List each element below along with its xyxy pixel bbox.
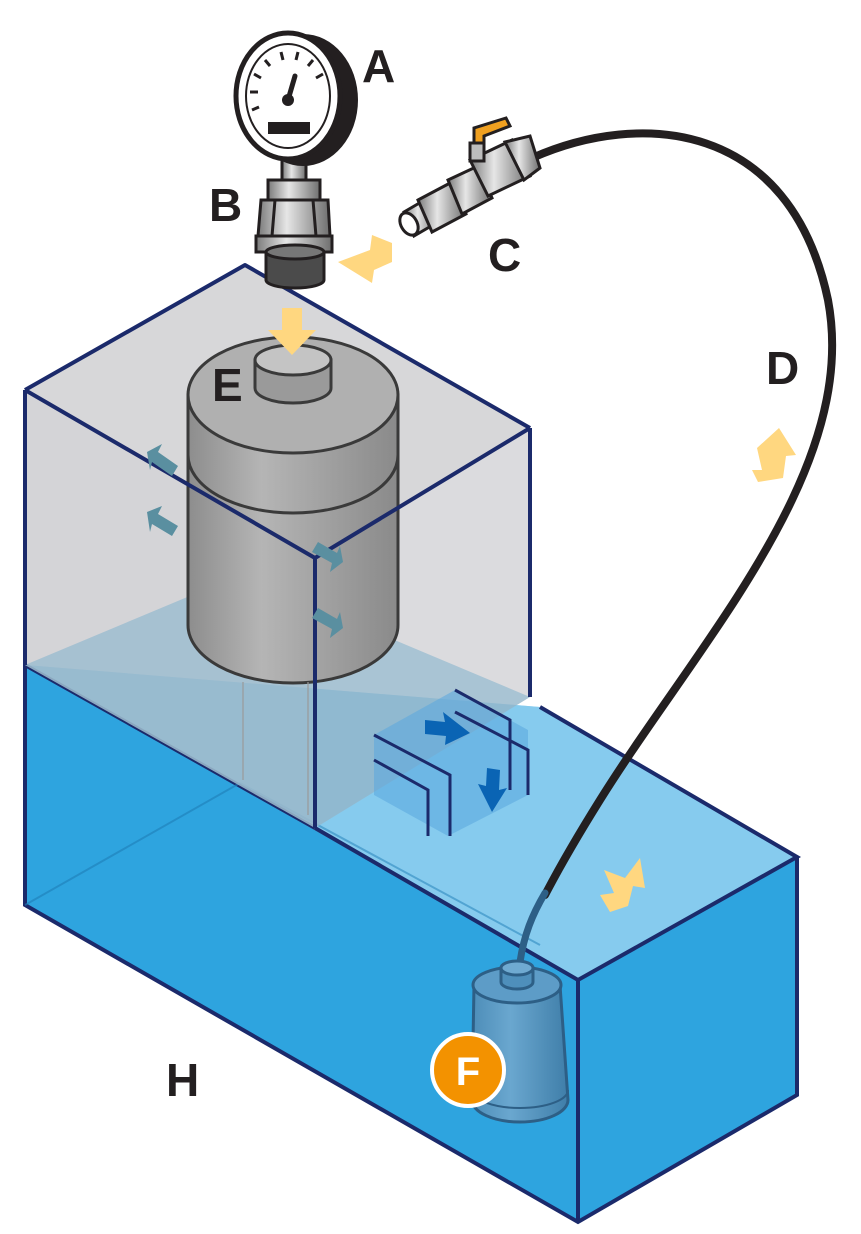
- label-h: H: [166, 1054, 199, 1106]
- flow-arrow-yellow-pump: [600, 858, 645, 912]
- flow-arrows-yellow: [268, 235, 796, 912]
- air-chamber-edges: [23, 263, 532, 828]
- wall-pressure-arrows: [147, 444, 343, 638]
- pressure-cylinder: [186, 335, 400, 815]
- label-a: A: [362, 40, 395, 92]
- label-i: I: [0, 541, 3, 593]
- label-e: E: [212, 359, 243, 411]
- flow-arrow-yellow-valve: [338, 235, 392, 283]
- label-c: C: [488, 229, 521, 281]
- label-d: D: [766, 342, 799, 394]
- hose: [516, 129, 837, 966]
- ball-valve: [398, 116, 542, 239]
- flow-arrow-yellow-hose: [752, 428, 796, 482]
- label-f-marker: F: [430, 1032, 506, 1108]
- label-f: F: [456, 1050, 480, 1094]
- outlet-passage: [373, 688, 530, 836]
- flow-arrow-blue-2: [478, 768, 507, 812]
- pressure-gauge: [233, 30, 358, 166]
- gauge-fitting: [254, 148, 334, 290]
- label-b: B: [209, 179, 242, 231]
- flow-arrow-yellow-down: [268, 308, 316, 355]
- flow-arrow-blue-1: [425, 712, 470, 745]
